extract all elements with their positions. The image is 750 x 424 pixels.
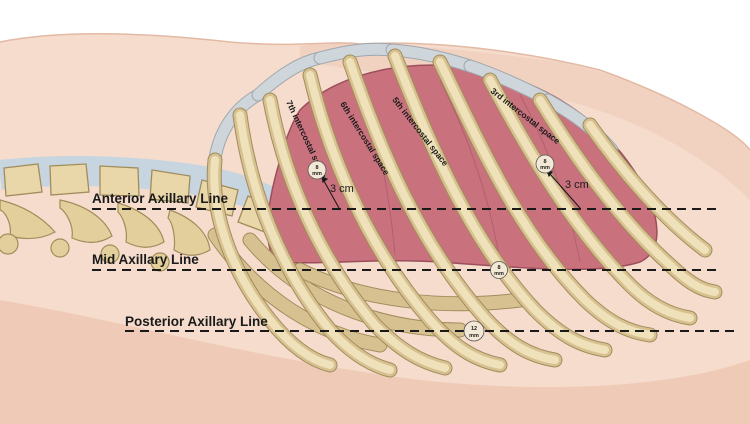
mid-axillary-label: Mid Axillary Line [92, 252, 199, 267]
third-marker-value: 8 [543, 159, 546, 165]
posterior-marker-unit: mm [469, 333, 479, 339]
left-distance-arrow [321, 176, 340, 209]
seventh-marker-value: 8 [315, 165, 318, 171]
anterior-axillary-label: Anterior Axillary Line [92, 191, 229, 206]
right-distance-label: 3 cm [565, 179, 589, 191]
body-shadow [0, 300, 750, 424]
seventh-space-marker: 8 mm [307, 160, 327, 180]
third-space-marker: 8 mm [535, 154, 555, 174]
seventh-marker-unit: mm [312, 171, 322, 177]
posterior-axillary-marker: 12 mm [463, 320, 485, 342]
third-marker-unit: mm [540, 165, 550, 171]
left-distance-label: 3 cm [330, 183, 354, 195]
mid-marker-unit: mm [494, 271, 504, 277]
mid-marker-value: 8 [497, 265, 500, 271]
posterior-marker-value: 12 [471, 326, 477, 332]
posterior-axillary-label: Posterior Axillary Line [125, 314, 268, 329]
mid-axillary-marker: 8 mm [490, 261, 508, 279]
